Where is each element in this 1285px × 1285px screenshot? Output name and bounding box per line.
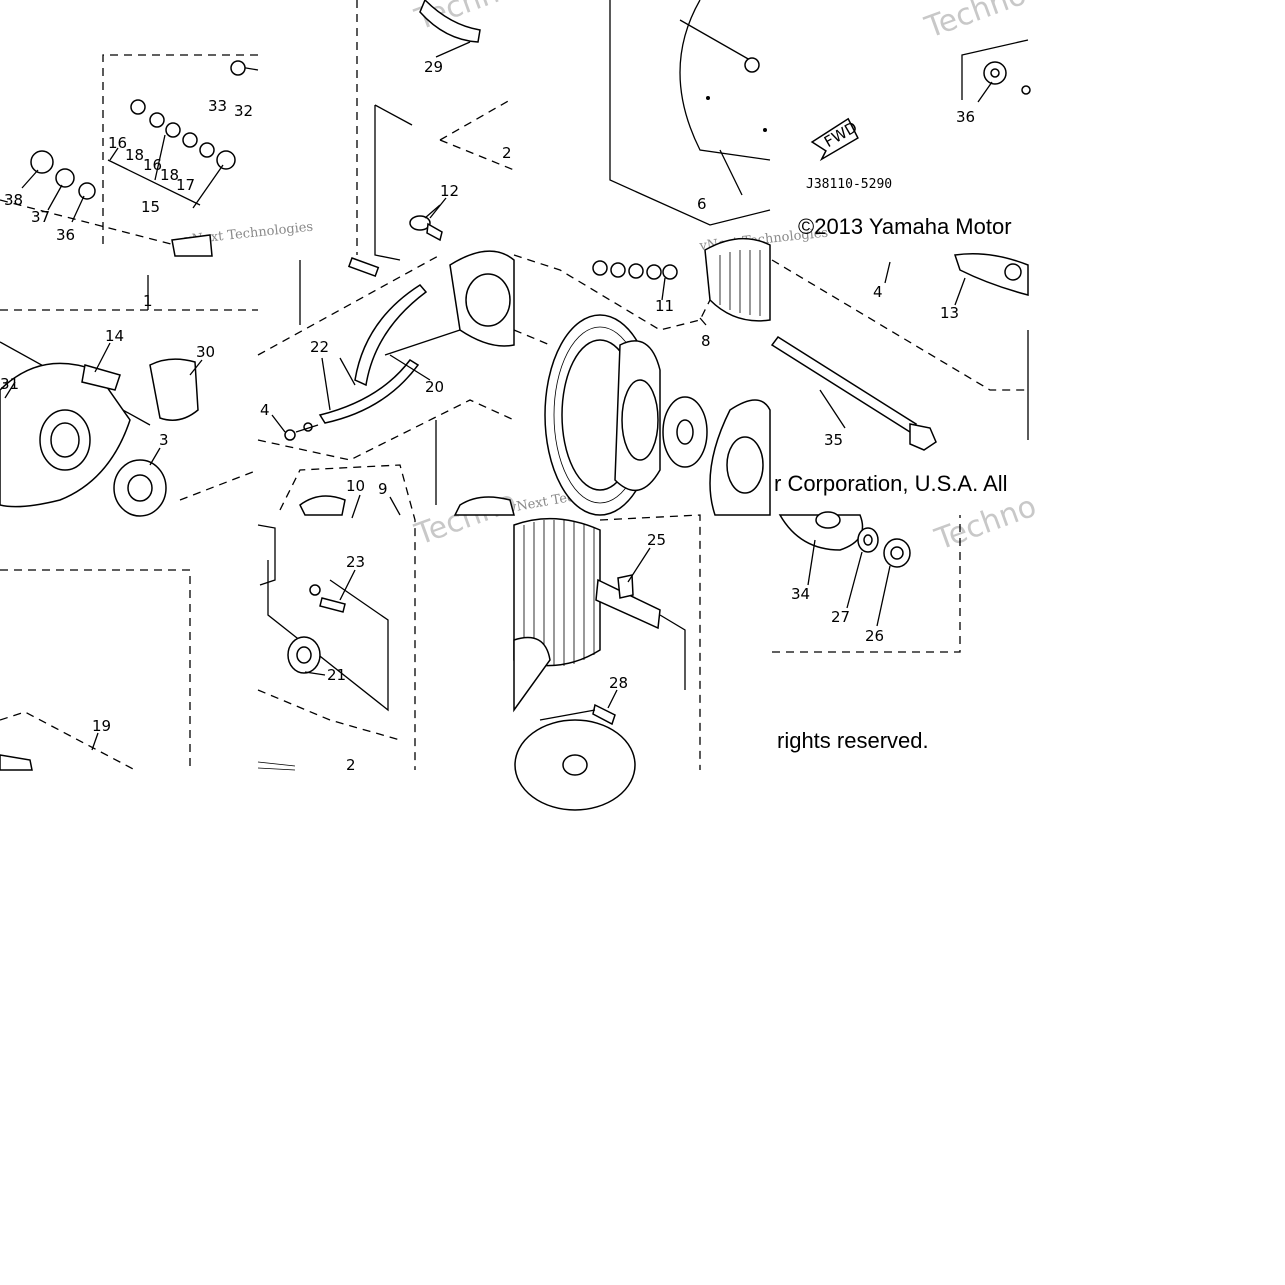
watermark-brand: Techno xyxy=(930,489,1041,558)
copyright-line-2: r Corporation, U.S.A. All xyxy=(774,471,1008,496)
callout-35: 35 xyxy=(824,431,843,449)
callout-29: 29 xyxy=(424,58,443,76)
callout-31: 31 xyxy=(0,375,19,393)
callout-36: 36 xyxy=(56,226,75,244)
callout-15: 15 xyxy=(141,198,160,216)
callout-21: 21 xyxy=(327,666,346,684)
callout-17: 17 xyxy=(176,176,195,194)
callout-33: 33 xyxy=(208,97,227,115)
callout-12: 12 xyxy=(440,182,459,200)
callout-2: 2 xyxy=(502,144,512,162)
callout-2: 2 xyxy=(346,756,356,774)
fwd-arrow-icon: FWD xyxy=(810,117,860,162)
field-coil-assembly xyxy=(513,254,771,516)
callout-16: 16 xyxy=(108,134,127,152)
watermark-brand: Techno xyxy=(410,484,521,553)
callout-37: 37 xyxy=(31,208,50,226)
callout-6: 6 xyxy=(697,195,707,213)
brush-piece xyxy=(171,234,213,257)
callout-32: 32 xyxy=(234,102,253,120)
leader-lines xyxy=(4,41,993,751)
copyright-line-1: ©2013 Yamaha Motor xyxy=(798,214,1012,239)
brush-plate-assembly xyxy=(257,250,515,770)
nut-washer-set-left xyxy=(0,150,176,246)
callout-22: 22 xyxy=(310,338,329,356)
callout-25: 25 xyxy=(647,531,666,549)
callout-27: 27 xyxy=(831,608,850,626)
brush-holder-group xyxy=(356,0,515,261)
callout-13: 13 xyxy=(940,304,959,322)
callout-36: 36 xyxy=(956,108,975,126)
callout-34: 34 xyxy=(791,585,810,603)
callout-8: 8 xyxy=(701,332,711,350)
callout-23: 23 xyxy=(346,553,365,571)
washer-stack-group xyxy=(102,54,259,250)
callout-14: 14 xyxy=(105,327,124,345)
small-washers-11 xyxy=(592,260,678,280)
part-code: J38110-5290 xyxy=(806,177,892,192)
armature-assembly xyxy=(513,514,701,811)
lower-left-frame xyxy=(0,569,191,771)
yoke-housing xyxy=(609,0,771,322)
callout-38: 38 xyxy=(4,191,23,209)
callout-4: 4 xyxy=(873,283,883,301)
right-end-group: FWD xyxy=(770,39,1031,451)
callout-18: 18 xyxy=(160,166,179,184)
callout-26: 26 xyxy=(865,627,884,645)
callout-19: 19 xyxy=(92,717,111,735)
callout-4: 4 xyxy=(260,401,270,419)
callout-20: 20 xyxy=(425,378,444,396)
bottom-center-group xyxy=(257,524,401,771)
callout-3: 3 xyxy=(159,431,169,449)
callout-labels: 29 33 32 16 18 16 18 17 15 38 37 36 12 2… xyxy=(0,58,975,774)
callout-11: 11 xyxy=(655,297,674,315)
pulley-nut-group xyxy=(772,511,961,653)
callout-18: 18 xyxy=(125,146,144,164)
callout-10: 10 xyxy=(346,477,365,495)
callout-1: 1 xyxy=(143,292,153,310)
callout-9: 9 xyxy=(378,480,388,498)
callout-28: 28 xyxy=(609,674,628,692)
end-housing-left xyxy=(0,275,259,517)
callout-30: 30 xyxy=(196,343,215,361)
watermark-brand: Techno xyxy=(920,0,1031,46)
callout-16: 16 xyxy=(143,156,162,174)
copyright-line-3: rights reserved. xyxy=(777,728,929,753)
